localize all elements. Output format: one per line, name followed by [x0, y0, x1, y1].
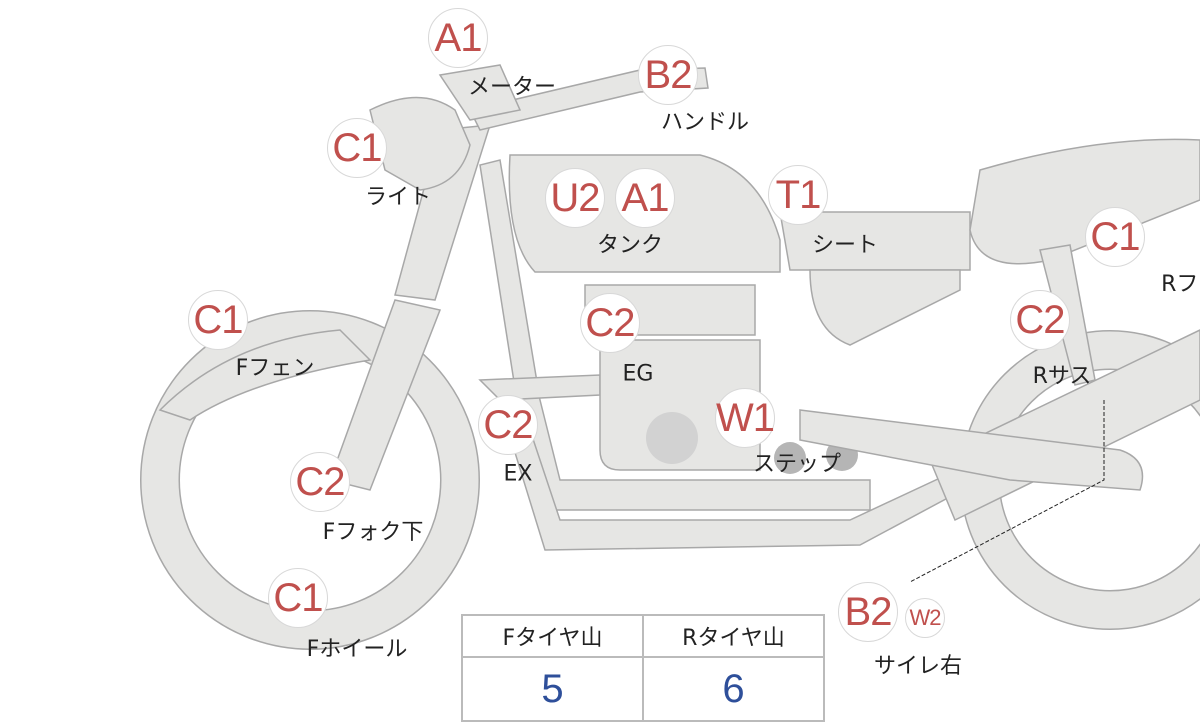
marker-front-wheel[interactable]: C1 [268, 568, 328, 628]
marker-front-fender[interactable]: C1 [188, 290, 248, 350]
front-tire-value: 5 [461, 656, 644, 722]
marker-muffler-right-2[interactable]: W2 [905, 598, 945, 638]
marker-handle[interactable]: B2 [638, 45, 698, 105]
marker-rear-fender[interactable]: C1 [1085, 207, 1145, 267]
marker-meter[interactable]: A1 [428, 8, 488, 68]
label-muffler-right: サイレ右 [873, 654, 963, 679]
leader-line [909, 400, 1105, 583]
label-exhaust: EX [503, 461, 533, 487]
label-light: ライト [364, 185, 432, 210]
marker-engine[interactable]: C2 [580, 293, 640, 353]
marker-front-fork-lower[interactable]: C2 [290, 452, 350, 512]
label-handle: ハンドル [660, 110, 750, 135]
marker-light[interactable]: C1 [327, 118, 387, 178]
marker-seat[interactable]: T1 [768, 165, 828, 225]
label-front-fender: Fフェン [235, 356, 315, 381]
meter [438, 64, 522, 121]
marker-muffler-right-1[interactable]: B2 [838, 582, 898, 642]
label-engine: EG [622, 361, 654, 387]
rear-tire-value: 6 [642, 656, 825, 722]
marker-tank-1[interactable]: U2 [545, 168, 605, 228]
label-front-fork-lower: Fフォク下 [322, 520, 424, 545]
front-fork [329, 299, 442, 491]
label-rear-fender: Rフェ [1161, 272, 1200, 297]
front-fender [158, 329, 372, 421]
label-seat: シート [811, 233, 879, 258]
headlight [369, 96, 471, 191]
seat [779, 211, 971, 271]
tire-tread-table: Fタイヤ山 Rタイヤ山 5 6 [461, 614, 825, 722]
label-step: ステップ [752, 452, 842, 477]
marker-step[interactable]: W1 [715, 388, 775, 448]
marker-exhaust[interactable]: C2 [478, 395, 538, 455]
label-meter: メーター [467, 75, 557, 100]
front-tire-header: Fタイヤ山 [461, 614, 644, 658]
tail [969, 138, 1200, 265]
rear-tire-header: Rタイヤ山 [642, 614, 825, 658]
marker-rear-suspension[interactable]: C2 [1010, 290, 1070, 350]
label-rear-suspension: Rサス [1032, 364, 1092, 389]
label-tank: タンク [596, 233, 664, 258]
marker-tank-2[interactable]: A1 [615, 168, 675, 228]
label-front-wheel: Fホイール [306, 637, 408, 662]
